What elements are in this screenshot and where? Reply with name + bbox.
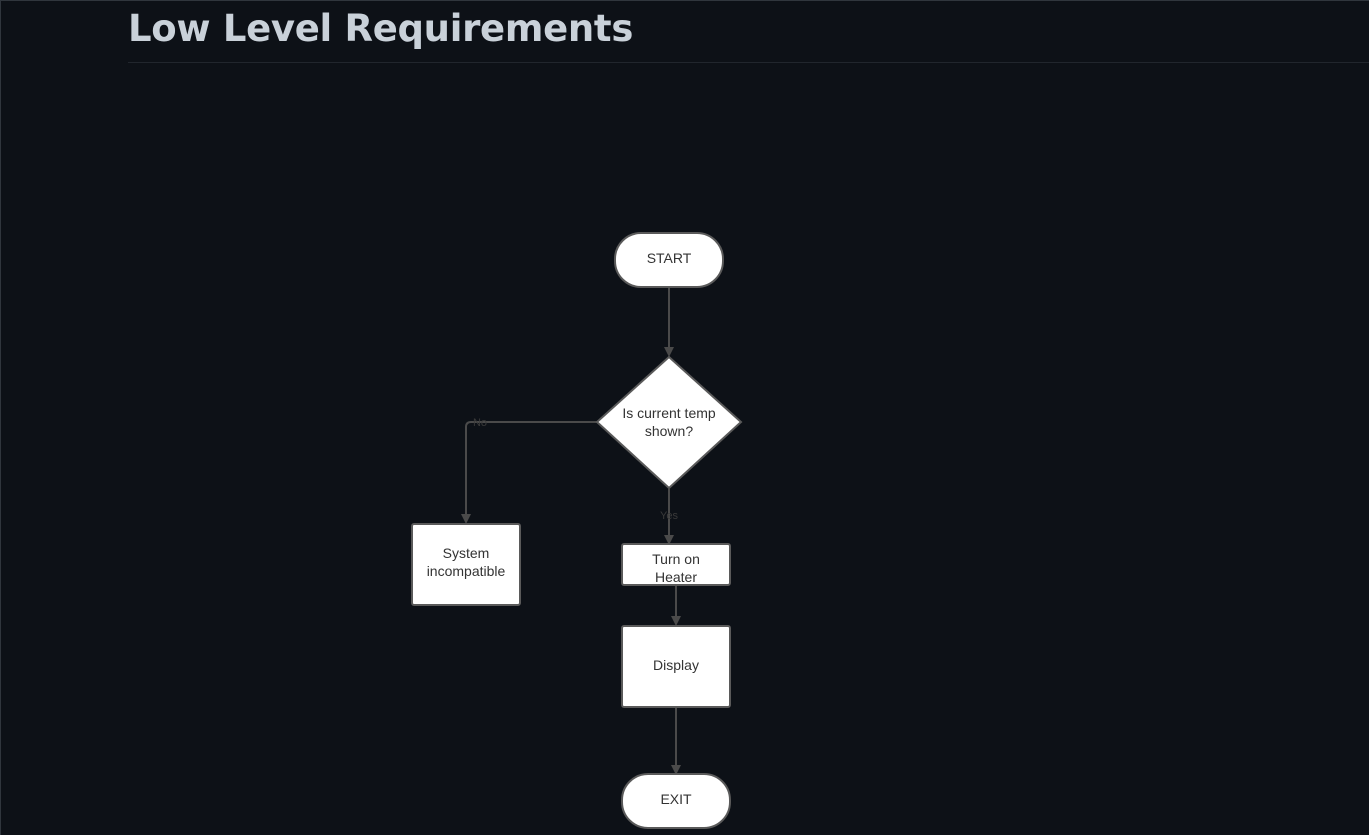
incompatible-label-line-1: System <box>443 545 490 561</box>
heater-label-line-2: Heater <box>655 569 697 585</box>
heading-divider <box>128 62 1369 63</box>
page-title: Low Level Requirements <box>128 7 634 50</box>
decision-node <box>595 355 743 490</box>
display-node-label: Display <box>653 657 699 673</box>
incompatible-label-line-2: incompatible <box>427 563 506 579</box>
exit-node <box>621 773 731 829</box>
decision-label-line-2: shown? <box>645 423 693 439</box>
start-node-label: START <box>647 250 692 266</box>
incompatible-node <box>411 523 521 606</box>
start-node <box>614 232 724 288</box>
edge-label-yes: Yes <box>660 510 678 522</box>
heater-label-line-1: Turn on <box>652 551 700 567</box>
heater-node <box>621 543 731 586</box>
exit-node-label: EXIT <box>660 791 692 807</box>
edge-label-no: No <box>473 417 487 429</box>
display-node <box>621 625 731 708</box>
decision-label-line-1: Is current temp <box>622 405 716 421</box>
edge-decision-no <box>461 421 597 524</box>
